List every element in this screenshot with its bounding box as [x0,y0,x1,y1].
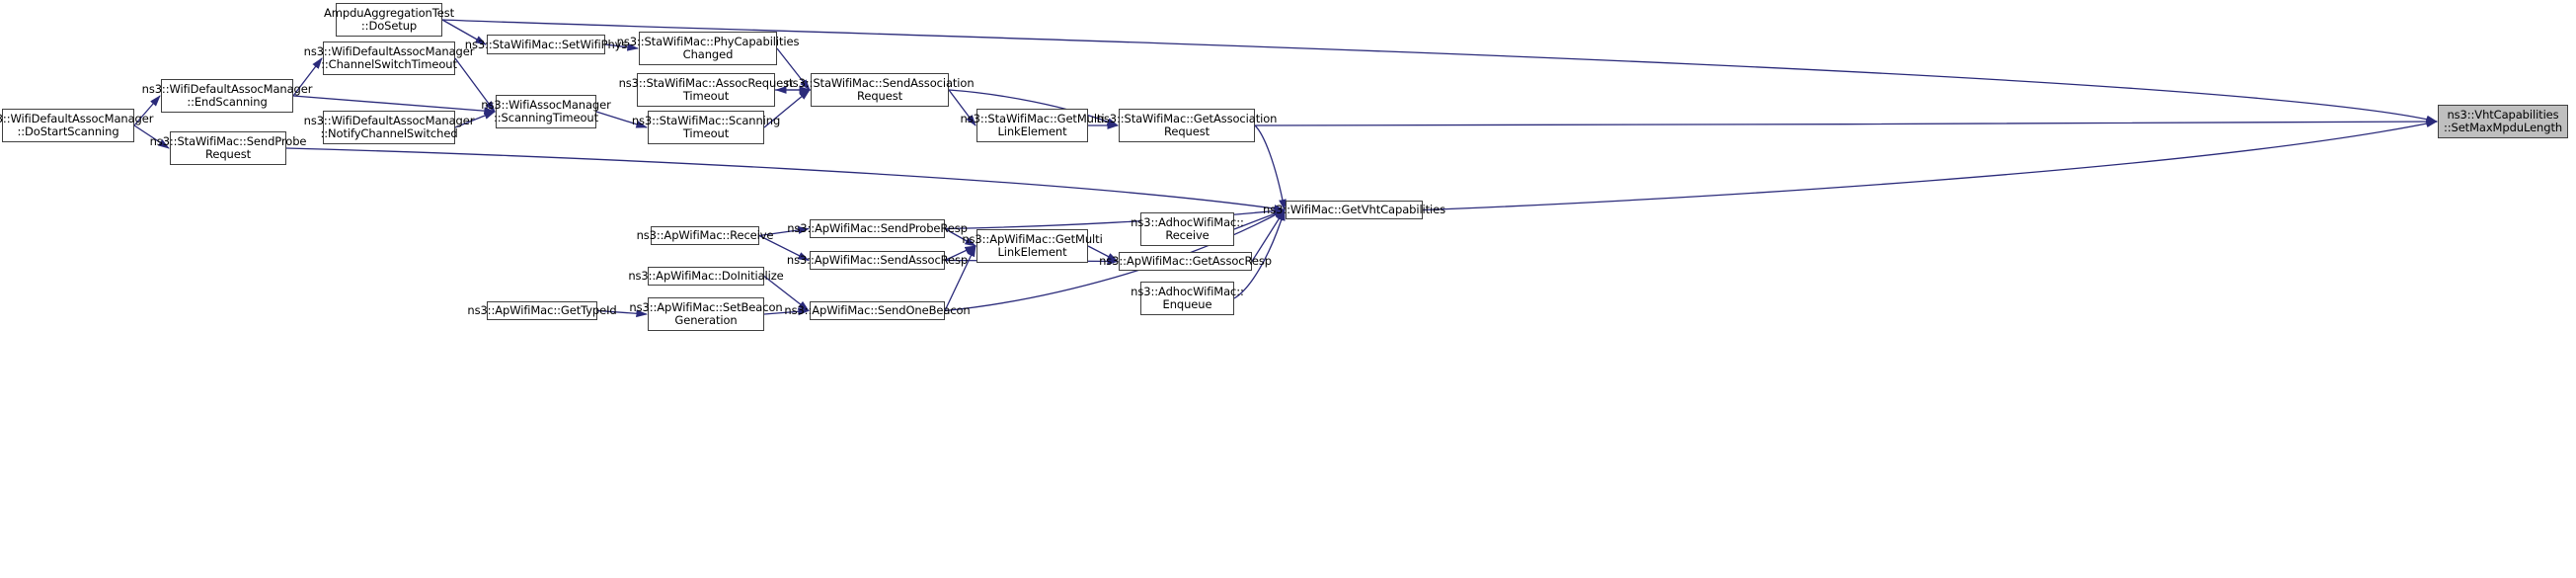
graph-node[interactable]: ns3::ApWifiMac::SendProbeResp [787,219,968,238]
graph-node[interactable]: ns3::StaWifiMac::GetMulti LinkElement [961,109,1105,142]
graph-node[interactable]: AmpduAggregationTest ::DoSetup [324,3,454,37]
graph-node[interactable]: ns3::WifiDefaultAssocManager ::NotifyCha… [304,111,474,144]
graph-node[interactable]: ns3::ApWifiMac::SendOneBeacon [784,301,971,320]
graph-node[interactable]: ns3::ApWifiMac::GetMulti LinkElement [962,229,1103,263]
graph-node[interactable]: ns3::StaWifiMac::SetWifiPhys [465,35,627,54]
graph-edge [1422,120,2439,211]
graph-node[interactable]: ns3::WifiDefaultAssocManager ::ChannelSw… [304,41,474,75]
graph-node[interactable]: ns3::VhtCapabilities ::SetMaxMpduLength [2438,105,2568,138]
graph-node[interactable]: ns3::ApWifiMac::DoInitialize [628,267,784,286]
graph-node[interactable]: ns3::WifiDefaultAssocManager ::EndScanni… [142,79,312,113]
graph-node[interactable]: ns3::ApWifiMac::GetTypeId [467,301,617,320]
graph-node[interactable]: ns3::WifiAssocManager ::ScanningTimeout [481,95,611,128]
graph-node[interactable]: ns3::StaWifiMac::SendProbe Request [150,131,307,165]
graph-node[interactable]: ns3::StaWifiMac::SendAssociation Request [785,73,975,107]
graph-node[interactable]: ns3::ApWifiMac::GetAssocResp [1099,252,1272,271]
graph-node[interactable]: ns3::StaWifiMac::GetAssociation Request [1097,109,1277,142]
graph-edge [292,95,497,116]
graph-node[interactable]: ns3::StaWifiMac::Scanning Timeout [632,111,780,144]
graph-node[interactable]: ns3::ApWifiMac::SetBeacon Generation [629,297,783,331]
graph-node[interactable]: ns3::AdhocWifiMac:: Enqueue [1131,282,1244,315]
graph-node[interactable]: ns3::ApWifiMac::Receive [637,226,774,245]
graph-node[interactable]: ns3::AdhocWifiMac:: Receive [1131,212,1244,246]
graph-node[interactable]: ns3::WifiDefaultAssocManager ::DoStartSc… [0,109,153,142]
graph-node[interactable]: ns3::StaWifiMac::PhyCapabilities Changed [617,32,799,65]
graph-node[interactable]: ns3::WifiMac::GetVhtCapabilities [1263,201,1445,219]
graph-edge [285,147,1287,212]
graph-node[interactable]: ns3::StaWifiMac::AssocRequest Timeout [619,73,794,107]
graph-node[interactable]: ns3::ApWifiMac::SendAssocResp [787,251,968,270]
graph-edge [1254,118,2439,126]
